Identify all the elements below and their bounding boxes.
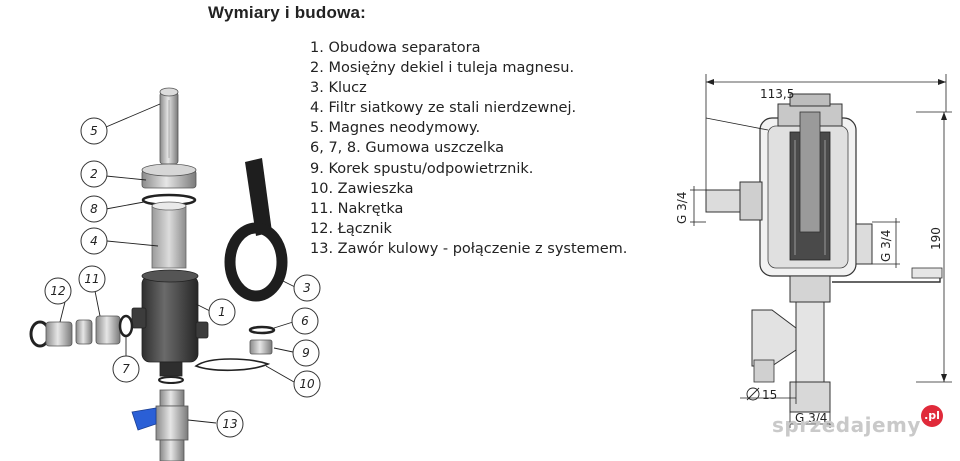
hanger — [194, 358, 271, 372]
legend-item: 3. Klucz — [310, 80, 367, 97]
leader-line — [273, 321, 294, 329]
callout-2: 2 — [80, 160, 108, 188]
leader-line — [273, 347, 294, 353]
watermark: sprzedajemy — [772, 413, 921, 437]
leader-line — [278, 278, 296, 288]
callout-13: 13 — [216, 410, 244, 438]
callout-6: 6 — [291, 307, 319, 335]
svg-text:9: 9 — [302, 346, 310, 360]
legend-item: 9. Korek spustu/odpowietrznik. — [310, 160, 534, 177]
leader-line — [94, 290, 101, 317]
svg-text:G 3/4: G 3/4 — [675, 192, 689, 224]
callout-4: 4 — [80, 227, 108, 255]
svg-text:15: 15 — [762, 388, 777, 402]
svg-text:190: 190 — [929, 227, 943, 250]
legend-item: 2. Mosiężny dekiel i tuleja magnesu. — [310, 60, 575, 77]
svg-text:4: 4 — [90, 234, 98, 248]
wrench — [224, 158, 288, 302]
mesh-filter — [151, 201, 187, 269]
leader-line — [59, 301, 66, 323]
svg-text:1: 1 — [218, 305, 226, 319]
svg-text:3: 3 — [303, 281, 311, 295]
leader-line — [705, 117, 769, 131]
svg-text:G 3/4: G 3/4 — [795, 411, 827, 425]
callout-3: 3 — [293, 274, 321, 302]
leader-line — [105, 175, 147, 181]
svg-text:113,5: 113,5 — [760, 87, 794, 101]
dimension-diameter: 15 — [740, 382, 797, 404]
svg-text:10: 10 — [299, 377, 315, 391]
leader-line — [265, 365, 295, 383]
callout-12: 12 — [44, 277, 72, 305]
svg-text:6: 6 — [301, 314, 309, 328]
drain-plug — [249, 339, 273, 355]
legend-item: 6, 7, 8. Gumowa uszczelka — [310, 140, 505, 157]
svg-text:G 3/4: G 3/4 — [879, 230, 893, 262]
leader-line — [105, 201, 145, 210]
legend-item: 1. Obudowa separatora — [310, 40, 481, 56]
svg-text:7: 7 — [122, 362, 130, 376]
callout-10: 10 — [293, 370, 321, 398]
leader-line — [187, 419, 217, 424]
brass-cap — [141, 163, 197, 189]
dimension-width: 113,5 — [705, 74, 947, 190]
watermark-badge: .pl — [921, 405, 943, 427]
svg-text:13: 13 — [222, 417, 237, 431]
legend-item: 5. Magnes neodymowy. — [310, 120, 481, 137]
dimension-outlet: G 3/4 — [872, 218, 900, 268]
callout-7: 7 — [112, 355, 140, 383]
section-housing — [705, 93, 943, 413]
diagram-title: Wymiary i budowa: — [208, 3, 367, 22]
gasket — [248, 325, 276, 335]
legend-item: 13. Zawór kulowy - połączenie z systemem… — [310, 240, 628, 257]
svg-text:11: 11 — [84, 272, 99, 286]
parts-legend: 1. Obudowa separatora 2. Mosiężny dekiel… — [310, 38, 627, 259]
legend-item: 4. Filtr siatkowy ze stali nierdzewnej. — [310, 100, 577, 117]
legend-item: 10. Zawieszka — [310, 180, 414, 197]
callout-5: 5 — [80, 117, 108, 145]
svg-text:12: 12 — [50, 284, 65, 298]
svg-text:5: 5 — [90, 124, 98, 138]
separator-housing — [131, 269, 209, 384]
callout-8: 8 — [80, 195, 108, 223]
callout-9: 9 — [292, 339, 320, 367]
svg-text:2: 2 — [90, 167, 98, 181]
leader-line — [106, 240, 159, 247]
dimension-bottom-thread: G 3/4 — [786, 411, 834, 428]
callout-1: 1 — [208, 298, 236, 326]
svg-text:8: 8 — [90, 202, 98, 216]
legend-item: 12. Łącznik — [310, 220, 392, 237]
legend-item: 11. Nakrętka — [310, 200, 404, 217]
nut-and-connector — [29, 314, 134, 348]
ball-valve — [131, 389, 189, 461]
callout-11: 11 — [78, 265, 106, 293]
dimension-height: 190 — [916, 111, 952, 383]
leader-line — [105, 103, 161, 128]
leader-line — [195, 303, 211, 312]
dimension-inlet: G 3/4 — [675, 186, 706, 226]
